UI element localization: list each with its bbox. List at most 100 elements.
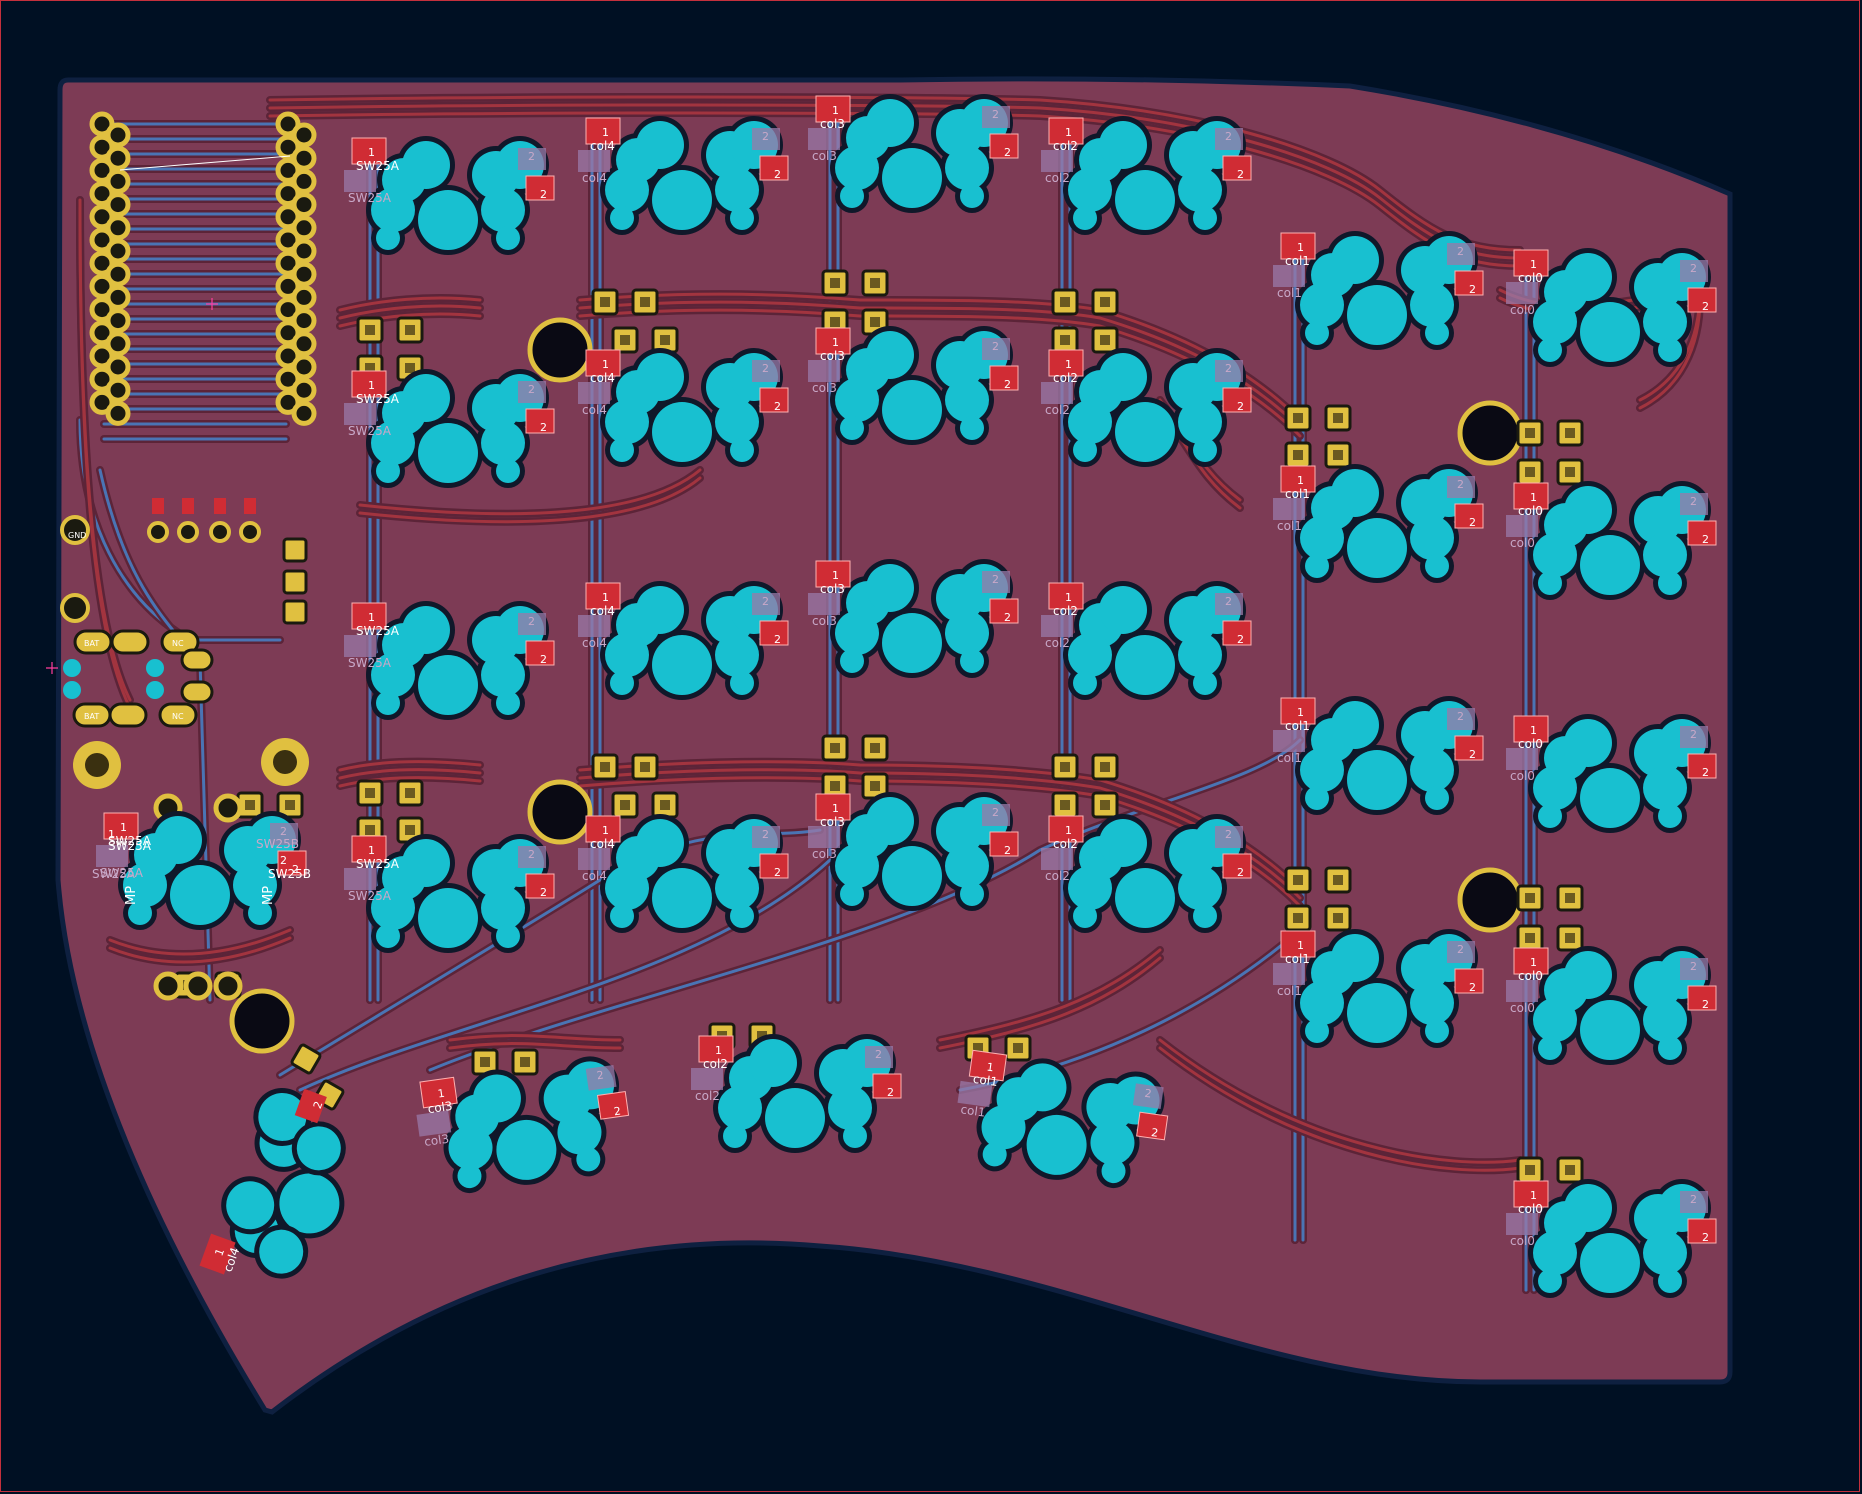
header-pin-icon [105,238,131,264]
pin-2-label: 2 [774,400,781,413]
diode-pad-center [1525,933,1535,943]
switch-hole-icon [1305,786,1329,810]
mp-label: MP [261,886,276,905]
switch-hole-icon [749,1039,797,1087]
switch-hole-icon [1018,1063,1067,1112]
switch-hole-icon [835,611,879,655]
smd-pad-1 [419,1076,458,1109]
back-pad-ghost [416,1110,452,1137]
mounting-hole-icon [1457,867,1523,933]
switch-hole-icon [1643,998,1687,1042]
back-pad-ghost [982,804,1010,826]
back-pad-ghost [1273,498,1305,520]
switch-hole-icon [481,188,525,232]
square-pad [282,537,308,563]
diode-pad-center [1060,762,1070,772]
diode-pad-center [1293,450,1303,460]
switch-hole-icon [1643,766,1687,810]
switch-hole-icon [945,611,989,655]
header-pin-icon [105,145,131,171]
smd-pad-2 [1454,735,1484,761]
pin-2-label: 2 [1702,1231,1709,1244]
smd-pad-2 [1222,620,1252,646]
switch-hole-icon [402,141,450,189]
header-pin-icon [291,354,317,380]
key-column-label: col0 [1518,1202,1543,1216]
switch-hole-icon [1331,469,1379,517]
pin-2-label: 2 [1004,611,1011,624]
header-pin-icon [275,204,301,230]
switch-hole-icon [1178,400,1222,444]
switch-hole-icon [1026,1114,1087,1175]
switch-hole-icon [610,206,634,230]
back-pad-ghost [1447,476,1475,498]
diode-pad-center [285,800,295,810]
key-column-label-back: col2 [1045,171,1070,185]
diode-pad-center [405,325,415,335]
pin-2-back-label: 2 [1690,262,1697,275]
back-pad-ghost [270,823,298,845]
pin-1-label: 1 [368,379,375,392]
front-track-mid-1 [358,476,702,524]
switch-hole-icon [1347,983,1407,1043]
pin-1-label: 1 [1530,1189,1537,1202]
switch-hole-icon [371,421,415,465]
smd-pad [244,498,256,514]
switch-hole-icon [1643,300,1687,344]
header-pin-icon [105,261,131,287]
diode-pad-center [1333,875,1343,885]
smd-pad-2 [1687,520,1717,546]
pin-2-back-label: 2 [596,1068,605,1082]
header-pin-icon [105,400,131,426]
switch-hole-icon [371,188,415,232]
diode-pad-center [1565,1165,1575,1175]
key-column-label-back: col0 [1510,536,1535,550]
header-pin-icon [291,331,317,357]
front-track-r3a [338,776,482,788]
smd-pad-1 [815,560,851,588]
switch-hole-icon [371,886,415,930]
smd-pad [182,498,194,514]
pin-2-label: 2 [311,1099,326,1110]
header-pin-icon [89,320,115,346]
pin-2-back-label: 2 [992,573,999,586]
smd-pad-2 [759,387,789,413]
back-pad-ghost [1041,382,1073,404]
diode-pad-center [1293,875,1303,885]
back-pad-ghost [752,826,780,848]
smd-pad-1 [1280,465,1316,493]
key-column-label-back: SW25A [100,866,144,880]
switch-hole-icon [960,416,984,440]
key-column-label-back: col1 [1277,751,1302,765]
switch-hole-icon [730,671,754,695]
pin-2-back-label: 2 [992,806,999,819]
switch-hole-icon [1580,535,1640,595]
key-column-label-back: col2 [1045,869,1070,883]
back-pad-ghost [1680,260,1708,282]
key-column-label: col3 [820,117,845,131]
back-pad-ghost [518,148,546,170]
diode-pad-center [757,1031,767,1041]
back-pad-ghost [982,338,1010,360]
key-column-label: col2 [1053,139,1078,153]
back-pad-ghost [1041,615,1073,637]
pin-2-back-label: 2 [762,828,769,841]
pin-2-back-label: 2 [762,130,769,143]
switch-hole-icon [1564,253,1612,301]
switch-hole-icon [652,868,712,928]
switch-hole-icon [1643,533,1687,577]
header-pin-icon [275,389,301,415]
back-pad-ghost [1132,1083,1164,1110]
pin-2-label: 2 [1469,981,1476,994]
pin-2-back-label: 2 [1225,130,1232,143]
pin-1-label: 1 [832,104,839,117]
key-column-label-back: SW25A [348,424,392,438]
back-pad-ghost [1215,360,1243,382]
key-column-label: col0 [1518,504,1543,518]
diode-pad-center [1333,450,1343,460]
